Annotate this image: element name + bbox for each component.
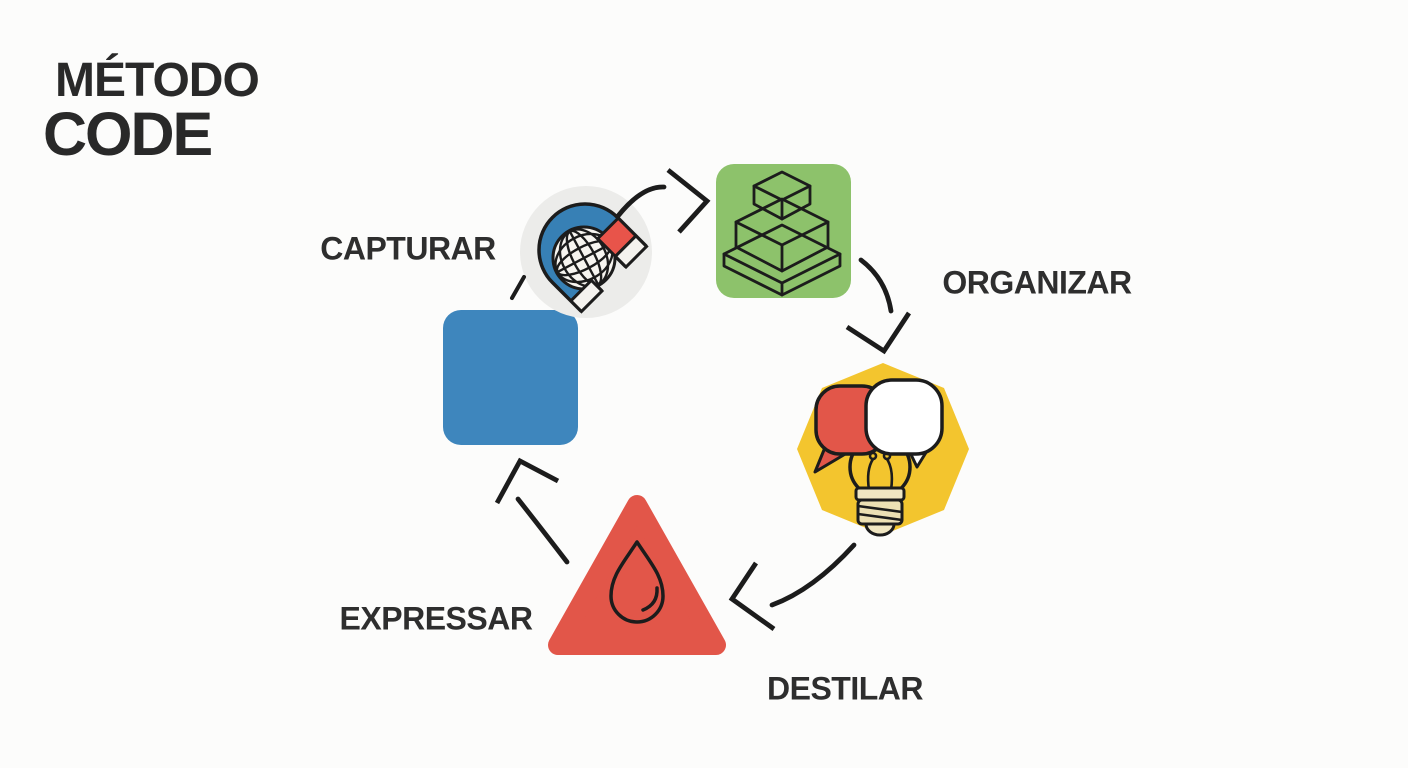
page-title-line2: CODE	[43, 100, 213, 168]
bulb-base-wraps	[857, 504, 903, 522]
magnet-tip-bottom	[568, 278, 605, 314]
expressar-tile	[548, 495, 726, 655]
arrow-expressar-to-capturar-icon	[494, 457, 570, 565]
flow-arrows	[494, 168, 912, 631]
magnet-poles	[568, 216, 649, 314]
label-expressar: EXPRESSAR	[339, 600, 533, 637]
arrow-capturar-to-organizar-icon	[615, 168, 711, 234]
capturar-blue-square	[443, 310, 578, 445]
arrow-destilar-to-expressar-icon	[728, 542, 857, 631]
label-organizar: ORGANIZAR	[942, 264, 1132, 301]
organizar-tile	[716, 164, 851, 298]
stray-tick-mark	[510, 275, 526, 300]
label-destilar: DESTILAR	[767, 670, 924, 707]
expressar-red-triangle	[548, 495, 726, 655]
bulb-rim	[854, 486, 906, 502]
white-speech-bubble-icon	[864, 378, 944, 469]
label-capturar: CAPTURAR	[320, 230, 496, 267]
bulb-bottom-dome	[864, 522, 896, 537]
lightbulb-icon	[848, 435, 912, 537]
arrow-organizar-to-destilar-icon	[845, 257, 912, 355]
water-drop-icon	[609, 540, 665, 624]
magnet-tip-top	[613, 233, 649, 270]
magnet-globe-icon	[520, 186, 652, 318]
destilar-tile	[797, 363, 969, 537]
stacked-boxes-icon	[722, 170, 842, 297]
page-title-line1: MÉTODO	[55, 54, 260, 107]
